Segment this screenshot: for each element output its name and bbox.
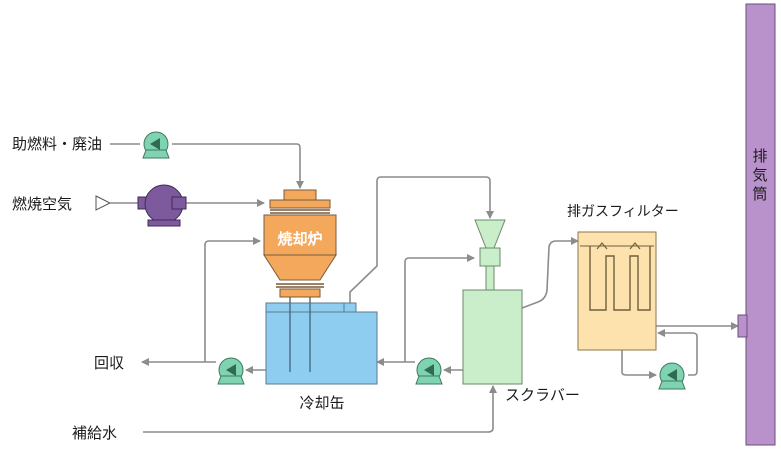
air-label: 燃焼空気 xyxy=(12,195,72,213)
gas-line-scrubber-to-filter xyxy=(521,237,579,309)
scrubber-neck xyxy=(485,265,495,291)
incinerator-body xyxy=(263,214,337,256)
scrubber-body xyxy=(462,289,523,385)
exhaust-stack: 排 気 筒 xyxy=(737,3,776,446)
stack-label-char-1: 排 xyxy=(752,147,767,165)
stack-label-char-3: 筒 xyxy=(752,185,767,203)
filter-baffles xyxy=(589,246,651,311)
filter-nozzle-1 xyxy=(596,242,608,250)
recirc-line-incinerator xyxy=(204,237,261,362)
incinerator-top-cap xyxy=(283,189,317,201)
scrubber-venturi-body xyxy=(479,247,501,267)
stack-inlet xyxy=(737,314,748,338)
pipes xyxy=(110,143,739,433)
gas-line-tank-to-scrubber xyxy=(349,176,494,303)
incinerator-neck xyxy=(269,199,331,209)
scrubber: スクラバー xyxy=(462,219,580,404)
filter-body xyxy=(577,231,657,351)
drain-line-pump-up xyxy=(657,329,698,376)
cooling-tank-outlet xyxy=(343,302,357,313)
recirc-line-scrubber xyxy=(404,254,475,362)
drain-line-filter xyxy=(621,350,657,379)
filter-label: 排ガスフィルター xyxy=(567,204,679,220)
pump-scrubber-return[interactable] xyxy=(415,357,443,385)
cooling-tank-label: 冷却缶 xyxy=(299,394,344,412)
scrubber-label: スクラバー xyxy=(505,386,580,404)
supply-water-line xyxy=(143,385,497,433)
exhaust-gas-filter: 排ガスフィルター xyxy=(567,204,679,351)
pump-recovery[interactable] xyxy=(217,357,245,385)
cooling-tank-top xyxy=(265,302,345,313)
cooling-tank-body xyxy=(265,311,378,385)
recovery-label: 回収 xyxy=(94,354,124,372)
incinerator-label: 焼却炉 xyxy=(277,230,322,248)
air-inlet-icon xyxy=(95,195,112,211)
filter-nozzle-2 xyxy=(629,242,641,250)
fuel-line-to-incinerator xyxy=(172,143,304,189)
pump-fuel[interactable] xyxy=(142,131,170,159)
incinerator-bottom xyxy=(279,288,321,298)
cooling-tank: 冷却缶 xyxy=(265,297,378,412)
stack-label-char-2: 気 xyxy=(752,166,767,184)
supply-water-label: 補給水 xyxy=(72,424,117,442)
fuel-label: 助燃料・廃油 xyxy=(12,135,102,153)
scrubber-venturi-throat xyxy=(474,219,506,249)
incinerator-cone xyxy=(263,254,337,281)
blower-combustion-air[interactable] xyxy=(95,184,187,227)
incinerator: 焼却炉 xyxy=(263,189,337,298)
pump-filter-drain[interactable] xyxy=(658,362,686,390)
stack-body xyxy=(745,3,776,446)
